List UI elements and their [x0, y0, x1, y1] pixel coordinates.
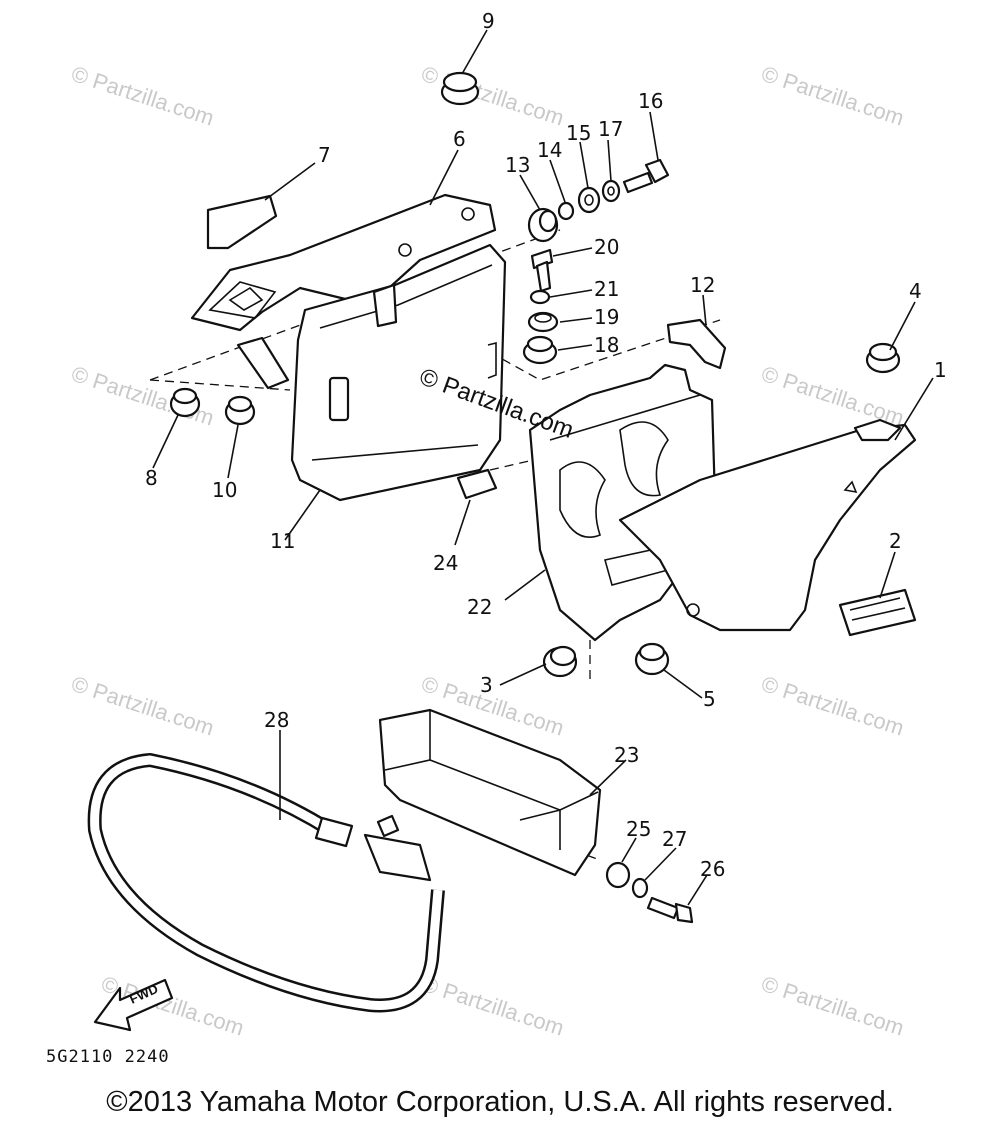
copyright-notice: ©2013 Yamaha Motor Corporation, U.S.A. A…: [106, 1086, 894, 1118]
diagram-code: 5G2110 2240: [46, 1047, 170, 1067]
part-5-damper: [634, 642, 670, 676]
callout-13: 13: [505, 153, 530, 177]
callout-10: 10: [212, 478, 237, 502]
part-6-bracket: [190, 193, 497, 390]
part-26-bolt: [646, 896, 694, 924]
callout-25: 25: [626, 817, 651, 841]
callout-14: 14: [537, 138, 562, 162]
part-17-washer: [601, 179, 621, 203]
part-19-washer: [527, 311, 559, 333]
part-12-clip: [666, 318, 727, 370]
callout-2: 2: [889, 529, 902, 553]
part-13-damper: [527, 207, 559, 243]
callout-27: 27: [662, 827, 687, 851]
leader-lines: [152, 29, 934, 906]
callout-18: 18: [594, 333, 619, 357]
part-9-grommet: [440, 71, 480, 106]
callout-16: 16: [638, 89, 663, 113]
part-16-bolt: [622, 158, 670, 194]
callout-15: 15: [566, 121, 591, 145]
part-8-grommet: [169, 387, 201, 418]
callout-9: 9: [482, 9, 495, 33]
callout-28: 28: [264, 708, 289, 732]
part-23-tray: [378, 708, 602, 877]
part-7-plate: [206, 194, 278, 250]
callout-4: 4: [909, 279, 922, 303]
callouts: 1 2 3 4 5 6 7 8 9 10 11 12 13 14 15 16 1…: [145, 9, 947, 881]
watermark-text: © Partzilla.com: [758, 61, 907, 131]
part-4-grommet: [865, 342, 901, 374]
watermark-text: © Partzilla.com: [418, 971, 567, 1041]
watermark-text: © Partzilla.com: [758, 971, 907, 1041]
part-24-damper: [456, 468, 498, 500]
part-15-washer: [577, 186, 601, 214]
part-10-grommet: [224, 395, 256, 426]
callout-5: 5: [703, 687, 716, 711]
part-28-wire: [87, 753, 445, 1013]
callout-21: 21: [594, 277, 619, 301]
watermark-text: © Partzilla.com: [758, 671, 907, 741]
callout-22: 22: [467, 595, 492, 619]
part-27-washer: [631, 877, 649, 899]
callout-6: 6: [453, 127, 466, 151]
watermark-text: © Partzilla.com: [418, 61, 567, 131]
part-14-collar: [557, 201, 575, 221]
callout-8: 8: [145, 466, 158, 490]
callout-20: 20: [594, 235, 619, 259]
part-3-damper: [542, 645, 578, 678]
forward-arrow-icon: FWD: [93, 978, 174, 1032]
part-1-side-cover: [618, 418, 917, 632]
watermark-text: © Partzilla.com: [68, 671, 217, 741]
watermark-text: © Partzilla.com: [68, 61, 217, 131]
part-2-emblem: [838, 588, 917, 637]
part-21-nut: [529, 289, 551, 305]
callout-12: 12: [690, 273, 715, 297]
part-11-box: [290, 243, 507, 502]
callout-23: 23: [614, 743, 639, 767]
part-20-bolt: [530, 248, 554, 293]
callout-1: 1: [934, 358, 947, 382]
callout-24: 24: [433, 551, 458, 575]
callout-7: 7: [318, 143, 331, 167]
callout-11: 11: [270, 529, 295, 553]
callout-19: 19: [594, 305, 619, 329]
part-25-washer: [605, 861, 631, 889]
callout-3: 3: [480, 673, 493, 697]
part-18-grommet: [522, 335, 558, 365]
callout-26: 26: [700, 857, 725, 881]
callout-17: 17: [598, 117, 623, 141]
